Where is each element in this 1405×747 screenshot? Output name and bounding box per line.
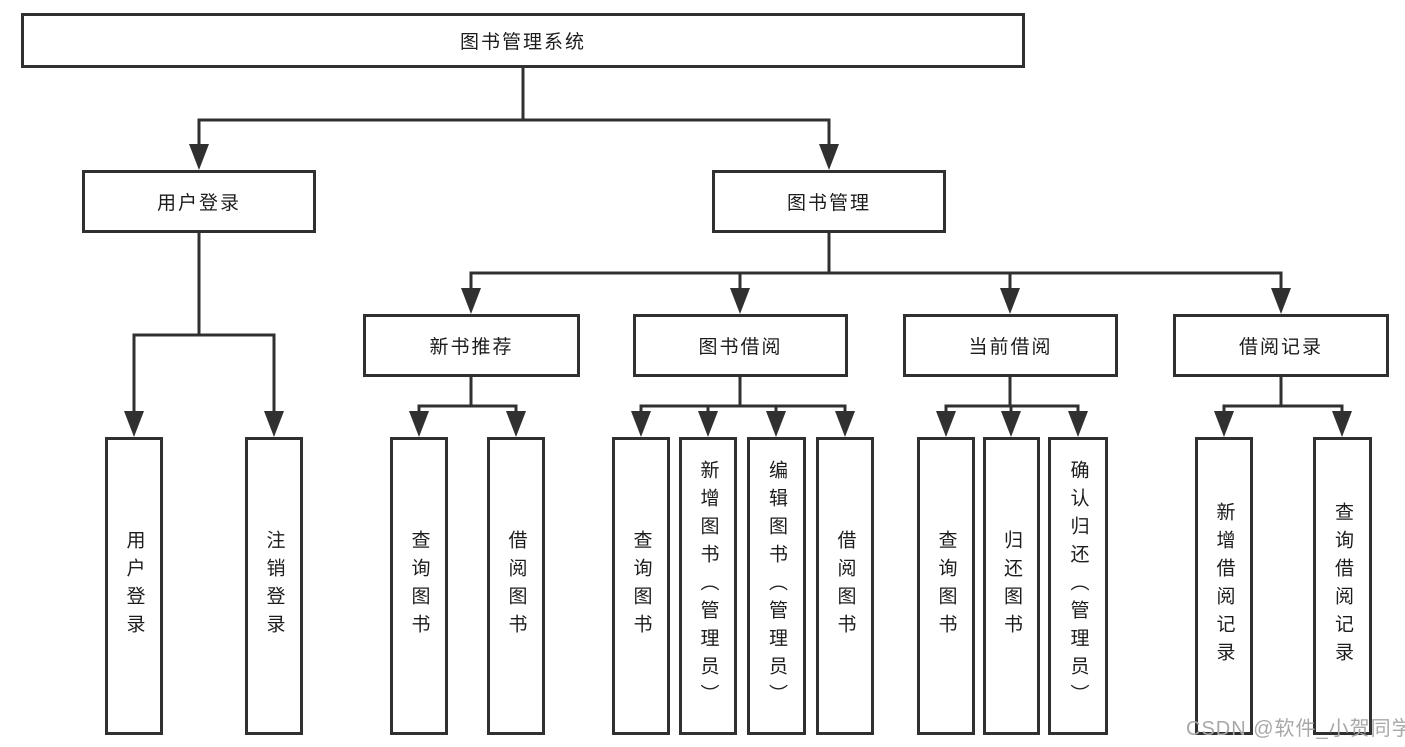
arrowhead-return-books: [1001, 411, 1021, 437]
arrowhead-query-books-2: [631, 411, 651, 437]
node-login: 用户登录: [105, 437, 163, 735]
arrowhead-current-borrowing: [1000, 288, 1020, 314]
node-borrow-books-1: 借阅图书: [487, 437, 545, 735]
arrowhead-edit-books-admin: [766, 411, 786, 437]
node-add-books-admin: 新增图书（管理员）: [679, 437, 737, 735]
node-return-books: 归还图书: [983, 437, 1040, 735]
edge-current-borrowing--confirm-return-admin: [1008, 377, 1080, 415]
arrowhead-add-borrow-record: [1214, 411, 1234, 437]
node-user-login: 用户登录: [82, 170, 316, 233]
arrowhead-borrow-books-2: [835, 411, 855, 437]
node-new-book-recommend: 新书推荐: [363, 314, 580, 377]
node-borrow-records: 借阅记录: [1173, 314, 1389, 377]
arrowhead-user-login: [189, 144, 209, 170]
edge-book-borrowing--borrow-books-2: [738, 377, 847, 415]
arrowhead-login: [124, 411, 144, 437]
node-book-borrowing: 图书借阅: [633, 314, 848, 377]
node-edit-books-admin: 编辑图书（管理员）: [747, 437, 806, 735]
edge-new-book-recommend--borrow-books-1: [469, 377, 518, 415]
node-borrow-books-2: 借阅图书: [816, 437, 874, 735]
edge-book-management--book-borrowing: [738, 233, 831, 292]
edge-new-book-recommend--query-books-1: [417, 377, 473, 415]
edge-book-management--new-book-recommend: [469, 233, 831, 292]
edge-current-borrowing--query-books-3: [944, 377, 1012, 415]
arrowhead-confirm-return-admin: [1068, 411, 1088, 437]
edge-book-borrowing--add-books-admin: [706, 377, 742, 415]
edge-book-borrowing--query-books-2: [639, 377, 742, 415]
edge-book-management--current-borrowing: [827, 233, 1012, 292]
arrowhead-query-books-3: [936, 411, 956, 437]
node-query-books-2: 查询图书: [612, 437, 670, 735]
edge-borrow-records--query-borrow-record: [1279, 377, 1344, 415]
edge-book-management--borrow-records: [827, 233, 1283, 292]
edge-borrow-records--add-borrow-record: [1222, 377, 1283, 415]
arrowhead-book-borrowing: [730, 288, 750, 314]
arrowhead-borrow-books-1: [506, 411, 526, 437]
arrowhead-query-borrow-record: [1332, 411, 1352, 437]
node-logout: 注销登录: [245, 437, 303, 735]
node-root: 图书管理系统: [21, 13, 1025, 68]
node-add-borrow-record: 新增借阅记录: [1195, 437, 1253, 735]
arrowhead-book-management: [819, 144, 839, 170]
node-current-borrowing: 当前借阅: [903, 314, 1118, 377]
edge-user-login--login: [132, 233, 201, 415]
node-query-books-3: 查询图书: [917, 437, 975, 735]
arrowhead-new-book-recommend: [461, 288, 481, 314]
arrowhead-add-books-admin: [698, 411, 718, 437]
node-query-books-1: 查询图书: [390, 437, 448, 735]
node-query-borrow-record: 查询借阅记录: [1313, 437, 1372, 735]
node-confirm-return-admin: 确认归还（管理员）: [1048, 437, 1108, 735]
edge-root--book-management: [521, 68, 831, 148]
node-book-management: 图书管理: [712, 170, 946, 233]
arrowhead-borrow-records: [1271, 288, 1291, 314]
watermark: CSDN @软件_小贺同学: [1186, 718, 1405, 740]
edge-user-login--logout: [197, 233, 276, 415]
edge-book-borrowing--edit-books-admin: [738, 377, 778, 415]
arrowhead-logout: [264, 411, 284, 437]
arrowhead-query-books-1: [409, 411, 429, 437]
edge-root--user-login: [197, 68, 525, 148]
